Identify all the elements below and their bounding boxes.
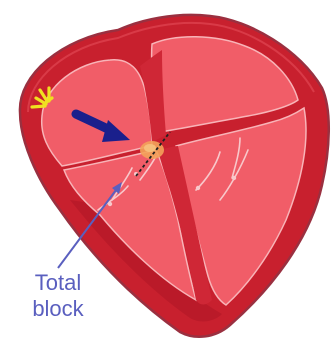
total-block-label: Total block bbox=[8, 270, 108, 322]
label-line-2: block bbox=[8, 296, 108, 322]
label-line-1: Total bbox=[8, 270, 108, 296]
